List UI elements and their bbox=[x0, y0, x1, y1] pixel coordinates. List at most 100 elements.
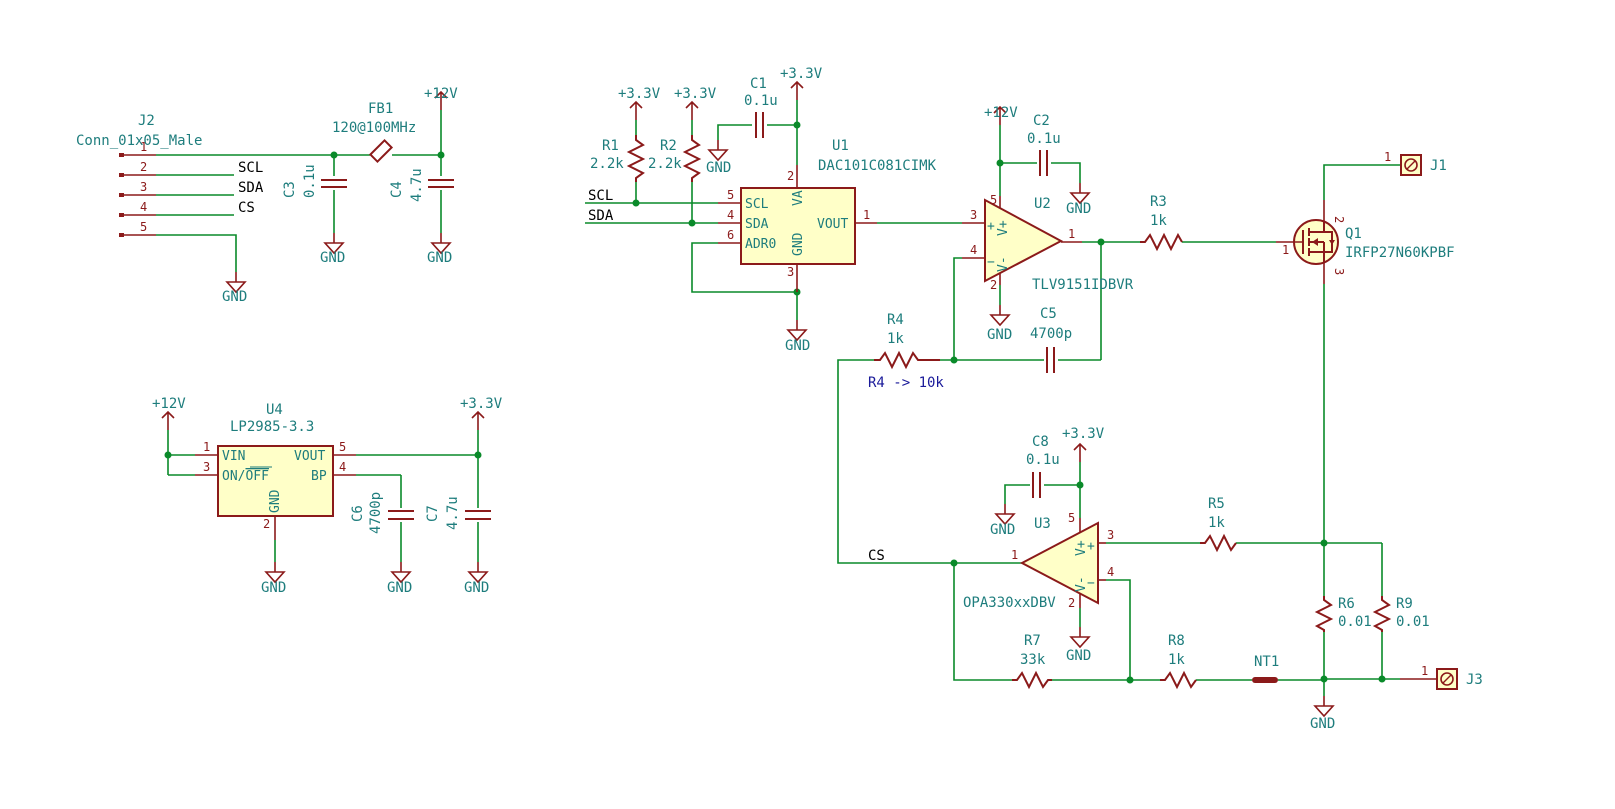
c7-value: 4.7u bbox=[445, 496, 461, 530]
q1-pin-d-num: 2 bbox=[1332, 216, 1346, 223]
r7-value: 33k bbox=[1020, 652, 1046, 668]
u2-plus: + bbox=[987, 219, 995, 234]
u1-pin-adr0-num: 6 bbox=[727, 228, 734, 242]
gnd-label-j2: GND bbox=[222, 289, 247, 305]
resistor-r8: R8 1k bbox=[1160, 633, 1197, 690]
q1-pin-s-num: 3 bbox=[1332, 268, 1346, 275]
net-label-sda-j2: SDA bbox=[238, 180, 264, 196]
net-label-scl: SCL bbox=[588, 188, 613, 204]
c1-value: 0.1u bbox=[744, 93, 778, 109]
c2-value: 0.1u bbox=[1027, 131, 1061, 147]
gnd-label-c8: GND bbox=[990, 522, 1015, 538]
u3-ref: U3 bbox=[1034, 516, 1051, 532]
c6-value: 4700p bbox=[368, 492, 384, 534]
ground-symbol bbox=[1070, 182, 1090, 204]
p12v-label-top: +12V bbox=[424, 86, 458, 102]
j1-ref: J1 bbox=[1430, 158, 1447, 174]
r3-ref: R3 bbox=[1150, 194, 1167, 210]
gnd-label-u3: GND bbox=[1066, 648, 1091, 664]
power-symbol-12v bbox=[161, 411, 175, 431]
resistor-r4: R4 1k R4 -> 10k bbox=[868, 312, 944, 391]
u1-pin-gnd-num: 3 bbox=[787, 265, 794, 279]
u4-pin-bp-name: BP bbox=[311, 469, 327, 484]
connector-j3: 1 J3 bbox=[1400, 664, 1483, 690]
ground-symbol bbox=[708, 139, 728, 161]
resistor-r2: R2 2.2k bbox=[648, 135, 702, 182]
r6-value: 0.01 bbox=[1338, 614, 1372, 630]
u1-pin-adr0-name: ADR0 bbox=[745, 237, 776, 252]
resistor-r9: R9 0.01 bbox=[1372, 596, 1430, 632]
u4-pin-gnd-num: 2 bbox=[263, 517, 270, 531]
r3-value: 1k bbox=[1150, 213, 1167, 229]
ground-symbol bbox=[995, 503, 1015, 525]
c7-ref: C7 bbox=[425, 505, 441, 522]
ground-symbol bbox=[787, 319, 807, 341]
q1-value: IRFP27N60KPBF bbox=[1345, 245, 1455, 261]
p3v3-label-r2: +3.3V bbox=[674, 86, 717, 102]
opamp-u3: U3 OPA330xxDBV + − V+ V- 3 4 1 5 2 bbox=[963, 511, 1114, 611]
u2-vplus: V+ bbox=[996, 220, 1011, 236]
r1-ref: R1 bbox=[602, 138, 619, 154]
gnd-label-u2: GND bbox=[987, 327, 1012, 343]
r2-value: 2.2k bbox=[648, 156, 682, 172]
c3-ref: C3 bbox=[282, 181, 298, 198]
ground-symbol bbox=[468, 561, 488, 583]
u3-pin-vp-num: 5 bbox=[1068, 511, 1075, 525]
u2-minus: − bbox=[987, 255, 995, 270]
r8-ref: R8 bbox=[1168, 633, 1185, 649]
opamp-u2: U2 TLV9151IDBVR + − V+ V- 3 4 1 5 2 bbox=[962, 193, 1134, 293]
u2-pin-inp-num: 3 bbox=[970, 208, 977, 222]
u2-value: TLV9151IDBVR bbox=[1032, 277, 1134, 293]
ferrite-bead-fb1: FB1 120@100MHz bbox=[332, 101, 416, 164]
ground-symbol bbox=[265, 561, 285, 583]
ground-symbol bbox=[1070, 626, 1090, 648]
fb1-ref: FB1 bbox=[368, 101, 393, 117]
net-label-cs-j2: CS bbox=[238, 200, 255, 216]
gnd-label-c7: GND bbox=[464, 580, 489, 596]
u1-pin-sda-num: 4 bbox=[727, 208, 734, 222]
u2-pin-vp-num: 5 bbox=[990, 193, 997, 207]
r6-ref: R6 bbox=[1338, 596, 1355, 612]
u4-pin-on-name: ON/OFF bbox=[222, 469, 269, 484]
u2-vminus: V- bbox=[996, 256, 1011, 272]
power-symbol-3v3 bbox=[471, 411, 485, 431]
c8-ref: C8 bbox=[1032, 434, 1049, 450]
ground-symbol bbox=[990, 304, 1010, 326]
c3-value: 0.1u bbox=[302, 164, 318, 198]
u1-pin-va-name: VA bbox=[791, 190, 806, 206]
j1-pin-num: 1 bbox=[1384, 150, 1391, 164]
regulator-u4: U4 LP2985-3.3 1 3 5 4 2 VIN ON/OFF VOUT … bbox=[195, 402, 356, 540]
j2-pin1: 1 bbox=[140, 140, 147, 154]
r9-ref: R9 bbox=[1396, 596, 1413, 612]
c4-ref: C4 bbox=[389, 181, 405, 198]
p12v-label-u4: +12V bbox=[152, 396, 186, 412]
resistor-r6: R6 0.01 bbox=[1314, 596, 1372, 632]
u3-pin-inp-num: 3 bbox=[1107, 528, 1114, 542]
power-symbol-3v3 bbox=[629, 101, 643, 121]
nt1-ref: NT1 bbox=[1254, 654, 1279, 670]
u4-pin-bp-num: 4 bbox=[339, 460, 346, 474]
r2-ref: R2 bbox=[660, 138, 677, 154]
u4-pin-vin-num: 1 bbox=[203, 440, 210, 454]
u1-pin-scl-name: SCL bbox=[745, 197, 769, 212]
u1-pin-scl-num: 5 bbox=[727, 188, 734, 202]
c5-value: 4700p bbox=[1030, 326, 1072, 342]
gnd-label-c2: GND bbox=[1066, 201, 1091, 217]
r9-value: 0.01 bbox=[1396, 614, 1430, 630]
u3-minus: − bbox=[1087, 576, 1095, 591]
dac-u1: U1 DAC101C081CIMK 5 4 6 2 3 1 SCL SDA AD… bbox=[718, 138, 937, 292]
resistor-r7: R7 33k bbox=[1012, 633, 1052, 690]
net-label-scl-j2: SCL bbox=[238, 160, 263, 176]
r5-ref: R5 bbox=[1208, 496, 1225, 512]
u1-value: DAC101C081CIMK bbox=[818, 158, 937, 174]
resistor-r1: R1 2.2k bbox=[590, 135, 646, 182]
r5-value: 1k bbox=[1208, 515, 1225, 531]
gnd-label-c3: GND bbox=[320, 250, 345, 266]
u1-pin-gnd-name: GND bbox=[791, 232, 806, 256]
u3-vminus: V- bbox=[1074, 576, 1089, 592]
c6-ref: C6 bbox=[350, 505, 366, 522]
u1-pin-vout-name: VOUT bbox=[817, 217, 848, 232]
capacitor-c7: C7 4.7u bbox=[425, 496, 491, 530]
j3-pin-num: 1 bbox=[1421, 664, 1428, 678]
